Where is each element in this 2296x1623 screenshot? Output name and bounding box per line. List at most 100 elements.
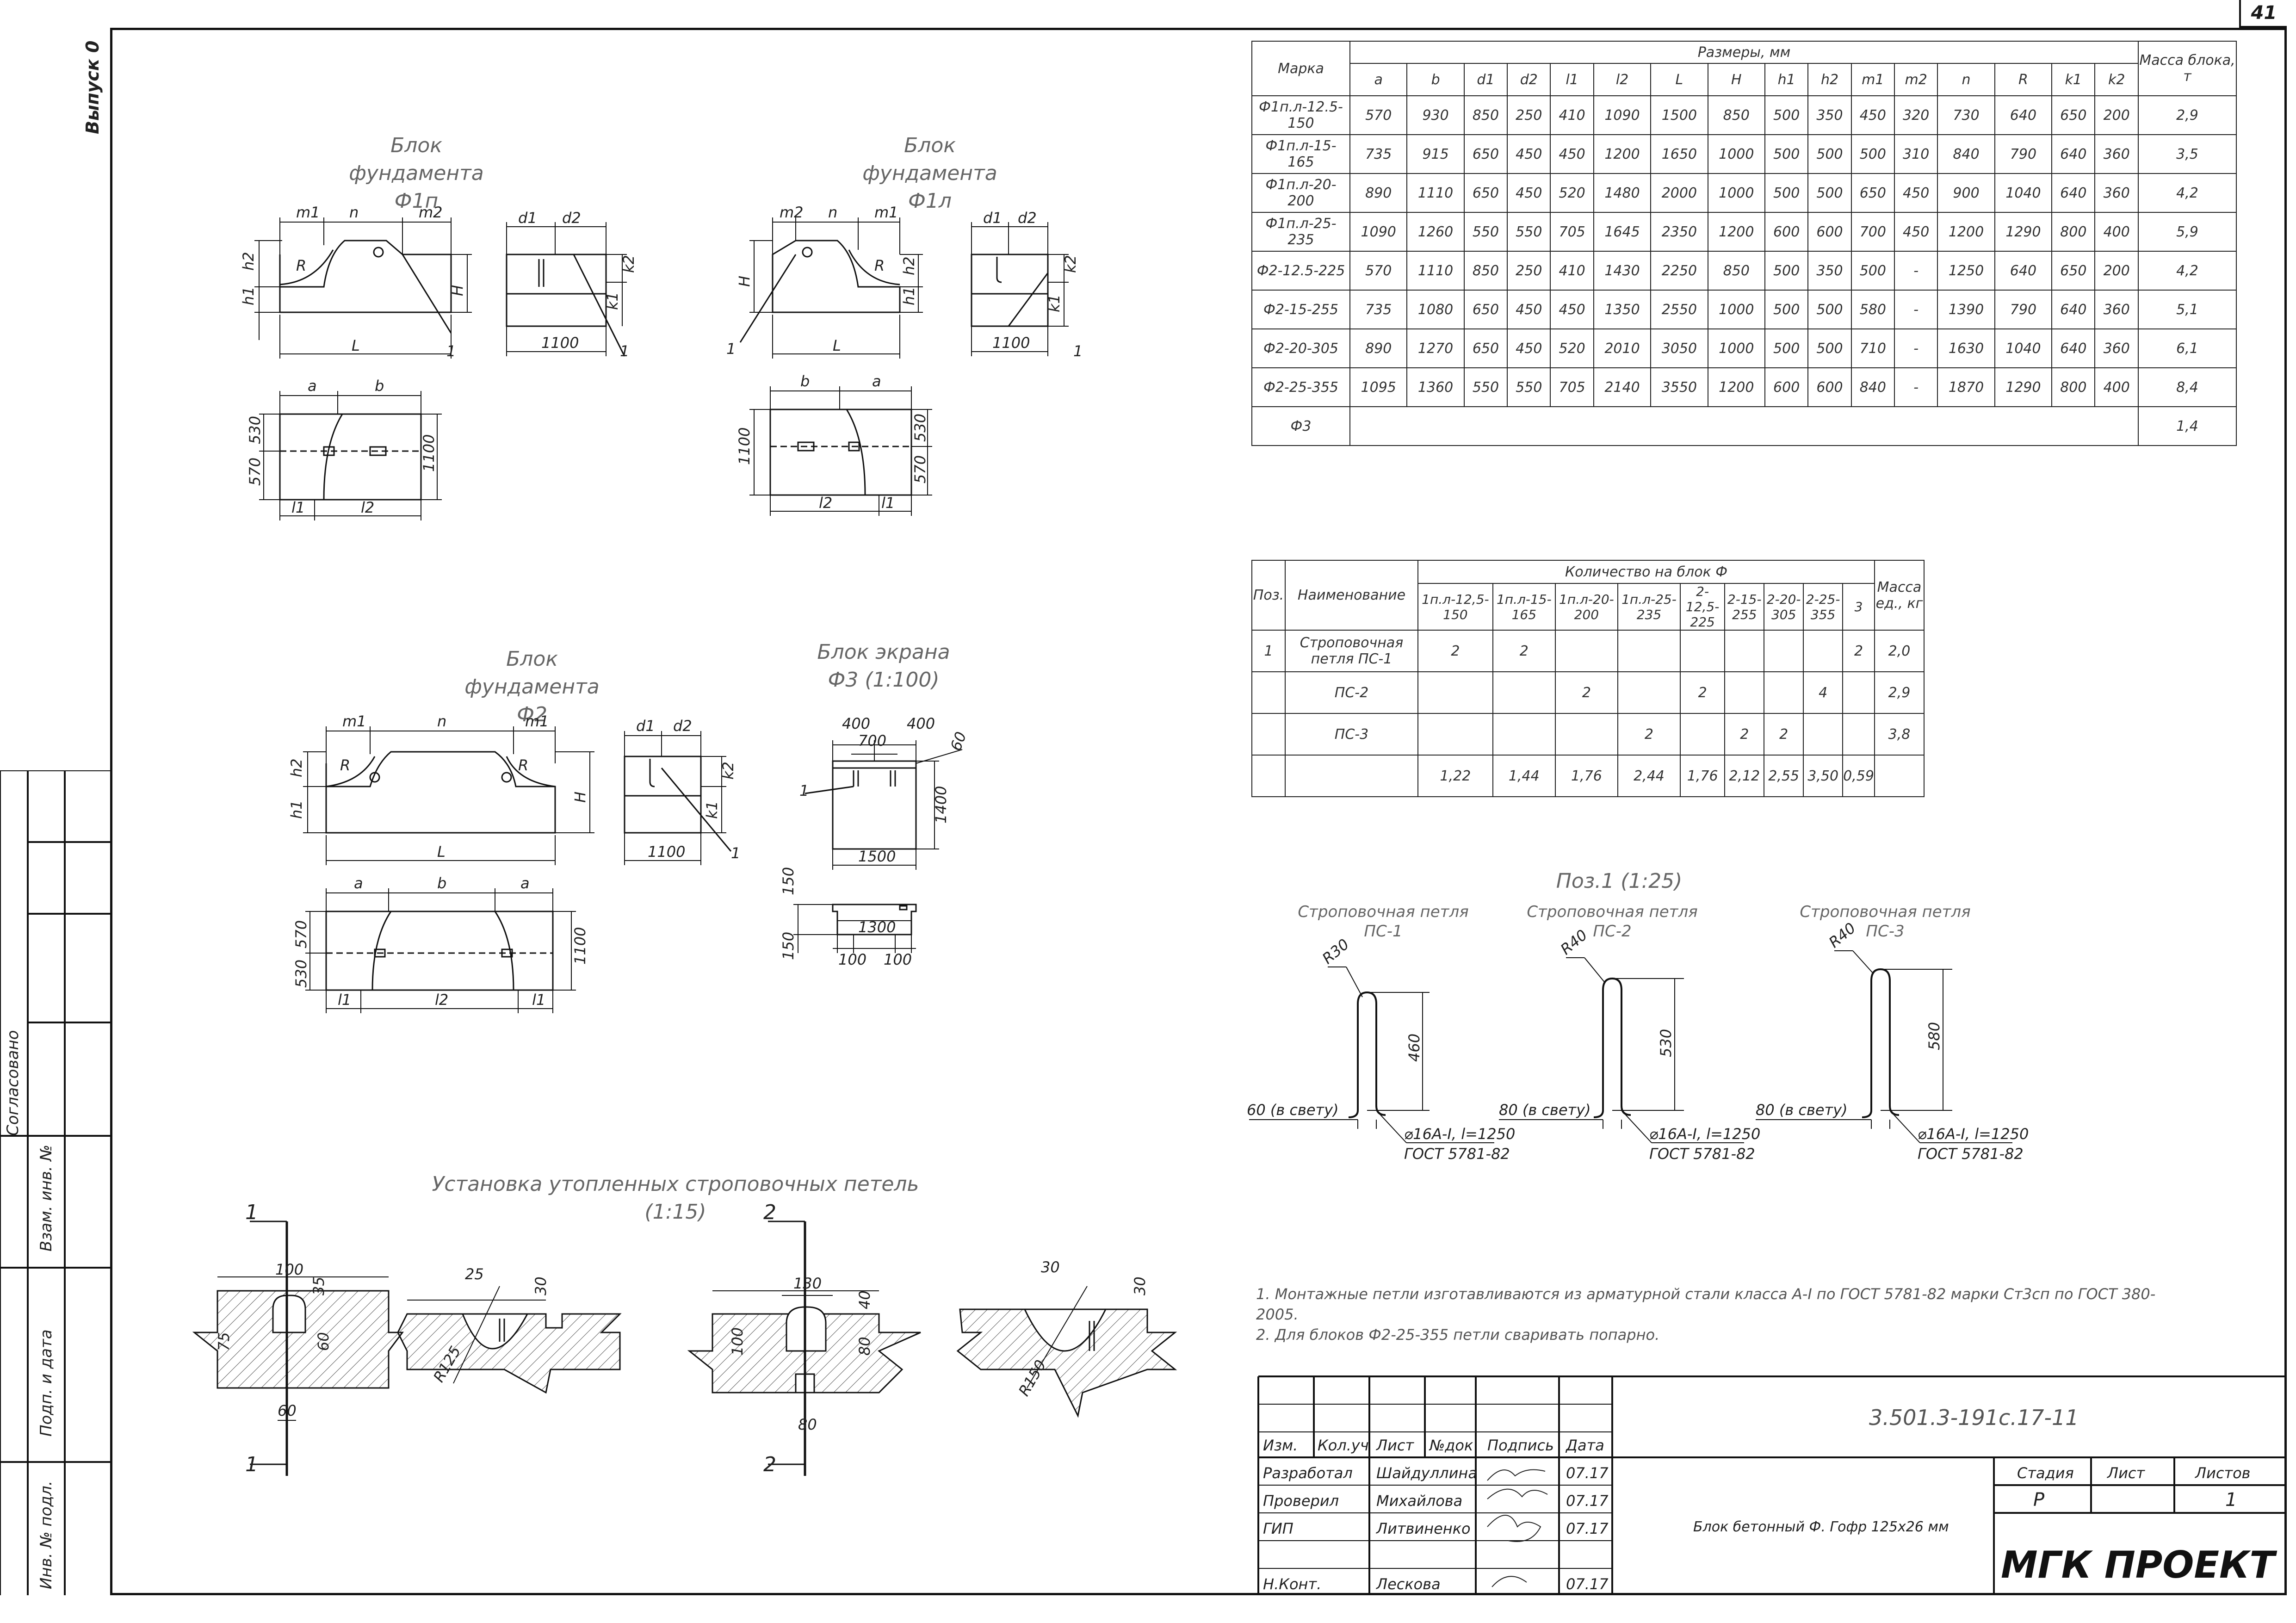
dims-cell-mark: Ф2-12.5-225 [1251,251,1350,291]
lbl-R-f1p: R [296,257,306,274]
spec-cell-qty: 4 [1803,671,1844,714]
inst-75: 75 [215,1332,233,1351]
dims-cell: 650 [2051,251,2096,291]
spec-cell-qty: 2 [1554,671,1618,714]
spec-cell-qty [1617,630,1681,672]
lbl-d1-f2: d1 [636,717,655,735]
loop-ps2-radius: R40 [1557,926,1591,959]
spec-cell-qty [1842,713,1875,756]
dims-cell: 730 [1937,95,1995,135]
dims-cell: 500 [1764,290,1809,329]
spec-col-header: 1п.л-25-235 [1617,583,1681,631]
dims-cell: 650 [2051,95,2096,135]
dims-cell: 1200 [1593,134,1652,174]
spec-cell-qty: 2 [1680,671,1726,714]
lbl-m1-f2-a: m1 [342,712,366,730]
lbl-R-f2-a: R [340,756,350,774]
lbl-h2-f1p: h2 [240,252,257,271]
lbl-n-f1p: n [349,204,359,221]
sheet-code: 3.501.3-191с.17-11 [1869,1405,2079,1430]
dims-cell: 250 [1507,251,1551,291]
lbl-l1-f1p: l1 [291,499,305,516]
dims-cell: 1290 [1994,367,2053,407]
stamp-role-4: Н.Конт. [1263,1575,1321,1593]
dims-cell: 2010 [1593,328,1652,368]
dims-col-header: d2 [1507,63,1551,96]
spec-cell-qty [1842,671,1875,714]
lbl-f3-400b: 400 [907,715,935,732]
lbl-d2-f1l: d2 [1018,209,1037,227]
loop-ps3-title-2: ПС-3 [1866,922,1905,941]
title-f1p-line1: Блок фундамента [349,134,484,185]
spec-cell-qty [1554,713,1618,756]
loop-ps1-gap: 60 (в свету) [1247,1101,1339,1119]
dims-col-header: n [1937,63,1995,96]
dims-cell-mass: 5,9 [2138,212,2237,252]
dims-cell: 410 [1550,251,1594,291]
lbl-a-f1p: a [308,377,317,395]
lbl-h1-f1p: h1 [240,286,257,305]
dims-cell: 1000 [1707,328,1766,368]
dims-cell: 1090 [1349,212,1408,252]
spec-col-header: 2-12,5-225 [1680,583,1726,631]
dims-cell: 1000 [1707,134,1766,174]
dims-header-mass: Масса блока, т [2138,41,2237,96]
dims-cell: 1290 [1994,212,2053,252]
dims-cell: 450 [1507,173,1551,213]
title-install: Установка утопленных строповочных петель… [398,1171,953,1226]
lbl-1-f2: 1 [731,844,740,862]
dims-cell: 450 [1894,173,1938,213]
dims-cell: 1430 [1593,251,1652,291]
spec-cell-pos [1251,713,1286,756]
dims-cell: 450 [1507,290,1551,329]
spec-cell-qty: 2 [1842,630,1875,672]
dims-cell: 1480 [1593,173,1652,213]
title-f3-line2: Ф3 (1:100) [828,668,940,692]
dims-cell: 650 [1463,173,1508,213]
spec-cell-name [1285,755,1418,797]
dims-cell: 550 [1463,212,1508,252]
spec-cell-qty [1417,671,1493,714]
spec-header-pos: Поз. [1251,560,1286,631]
title-f2-line1: Блок фундамента [464,647,600,699]
dims-cell: 1095 [1349,367,1408,407]
loop-ps2-gost: ГОСТ 5781-82 [1649,1145,1755,1163]
stamp-stage-h: Стадия [2017,1464,2074,1482]
lbl-b-f1l: b [800,372,810,390]
dims-cell: 570 [1349,251,1408,291]
lbl-f3-150a: 150 [780,867,797,895]
dims-cell-mass: 8,4 [2138,367,2237,407]
dims-cell: 900 [1937,173,1995,213]
dims-cell: 735 [1349,290,1408,329]
dims-cell: 640 [2051,290,2096,329]
inst-section-1-top: 1 [245,1201,258,1224]
title-f1p: Блок фундамента Ф1п [324,132,509,215]
company-logo: МГК ПРОЕКТ [2001,1543,2277,1586]
spec-cell-qty: 1,22 [1417,755,1493,797]
loop-ps1-radius: R30 [1319,935,1353,968]
lbl-a-f2-a: a [354,874,363,892]
lbl-1-f1l: 1 [726,340,736,358]
stamp-h-podp: Подпись [1487,1437,1554,1454]
dims-col-header: l2 [1593,63,1652,96]
lbl-1100-f2: 1100 [648,843,685,861]
lbl-f3-400a: 400 [842,715,870,732]
lbl-k2-f1p: k2 [620,255,637,273]
lbl-k2-f2: k2 [719,762,737,780]
loop-ps3-title: Строповочная петля ПС-3 [1793,902,1978,941]
dims-cell: 710 [1850,328,1895,368]
notes: 1. Монтажные петли изготавливаются из ар… [1256,1284,2181,1345]
dims-cell: 640 [2051,328,2096,368]
dims-cell: 915 [1406,134,1465,174]
dims-col-header: h2 [1807,63,1852,96]
dims-cell: 890 [1349,173,1408,213]
lbl-H-f2: H [571,792,589,803]
dims-cell-mass: 4,2 [2138,251,2237,291]
spec-cell-qty: 2 [1764,713,1804,756]
